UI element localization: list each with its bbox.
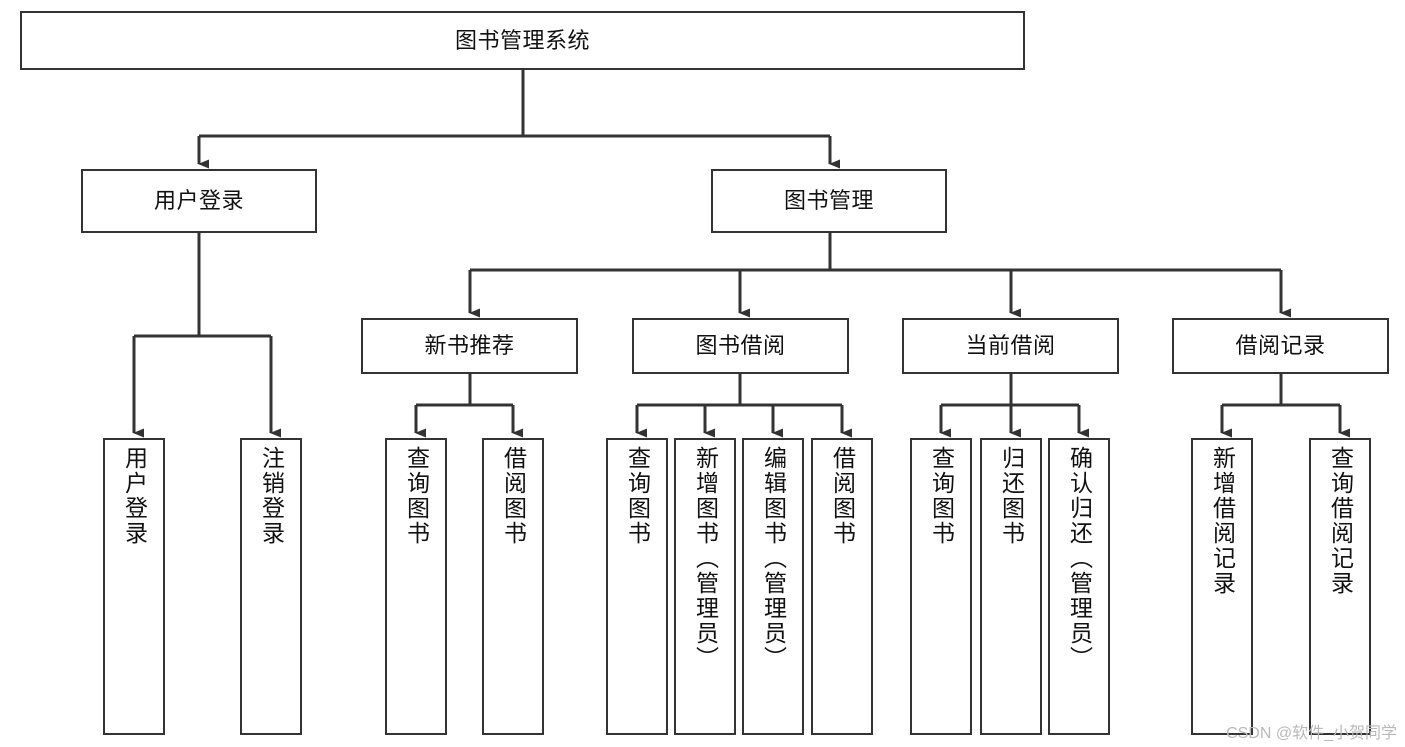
node-label: 查询图书 bbox=[624, 446, 651, 546]
node-label: 编辑图书（管理员） bbox=[760, 446, 787, 671]
node-label: 图书管理系统 bbox=[454, 27, 590, 53]
node-label: 归还图书 bbox=[998, 446, 1025, 546]
node-label: 新书推荐 bbox=[424, 333, 515, 359]
node-label: 图书借阅 bbox=[695, 333, 786, 359]
node-label: 借阅图书 bbox=[829, 446, 856, 546]
node-label: 确认归还（管理员） bbox=[1066, 446, 1093, 671]
node-book-borrow[interactable]: 图书借阅 bbox=[632, 318, 849, 374]
node-label: 借阅记录 bbox=[1235, 333, 1326, 359]
node-label: 当前借阅 bbox=[965, 333, 1056, 359]
node-book-management[interactable]: 图书管理 bbox=[711, 169, 947, 233]
node-label: 注销登录 bbox=[258, 446, 285, 546]
node-borrow-record[interactable]: 借阅记录 bbox=[1172, 318, 1389, 374]
leaf-borrow-book-2[interactable]: 借阅图书 bbox=[811, 438, 873, 735]
csdn-watermark: CSDN @软件_小贺同学 bbox=[1226, 725, 1397, 742]
node-label: 借阅图书 bbox=[500, 446, 527, 546]
node-label: 用户登录 bbox=[153, 188, 244, 214]
node-label: 用户登录 bbox=[121, 446, 148, 546]
leaf-query-book-2[interactable]: 查询图书 bbox=[606, 438, 668, 735]
node-label: 新增借阅记录 bbox=[1209, 446, 1236, 596]
leaf-query-record[interactable]: 查询借阅记录 bbox=[1309, 438, 1371, 735]
leaf-user-logout[interactable]: 注销登录 bbox=[240, 438, 302, 735]
node-label: 新增图书（管理员） bbox=[692, 446, 719, 671]
leaf-edit-book[interactable]: 编辑图书（管理员） bbox=[742, 438, 804, 735]
leaf-query-book-1[interactable]: 查询图书 bbox=[385, 438, 447, 735]
node-user-login[interactable]: 用户登录 bbox=[81, 169, 317, 233]
node-label: 查询图书 bbox=[403, 446, 430, 546]
node-label: 查询借阅记录 bbox=[1327, 446, 1354, 596]
leaf-borrow-book-1[interactable]: 借阅图书 bbox=[482, 438, 544, 735]
leaf-add-record[interactable]: 新增借阅记录 bbox=[1191, 438, 1253, 735]
leaf-return-book[interactable]: 归还图书 bbox=[980, 438, 1042, 735]
leaf-add-book[interactable]: 新增图书（管理员） bbox=[674, 438, 736, 735]
node-label: 图书管理 bbox=[783, 188, 874, 214]
node-root-system[interactable]: 图书管理系统 bbox=[20, 11, 1025, 70]
node-label: 查询图书 bbox=[928, 446, 955, 546]
node-current-borrow[interactable]: 当前借阅 bbox=[902, 318, 1119, 374]
leaf-user-login[interactable]: 用户登录 bbox=[103, 438, 165, 735]
leaf-confirm-return[interactable]: 确认归还（管理员） bbox=[1048, 438, 1110, 735]
node-new-book-recommend[interactable]: 新书推荐 bbox=[361, 318, 578, 374]
leaf-query-book-3[interactable]: 查询图书 bbox=[910, 438, 972, 735]
